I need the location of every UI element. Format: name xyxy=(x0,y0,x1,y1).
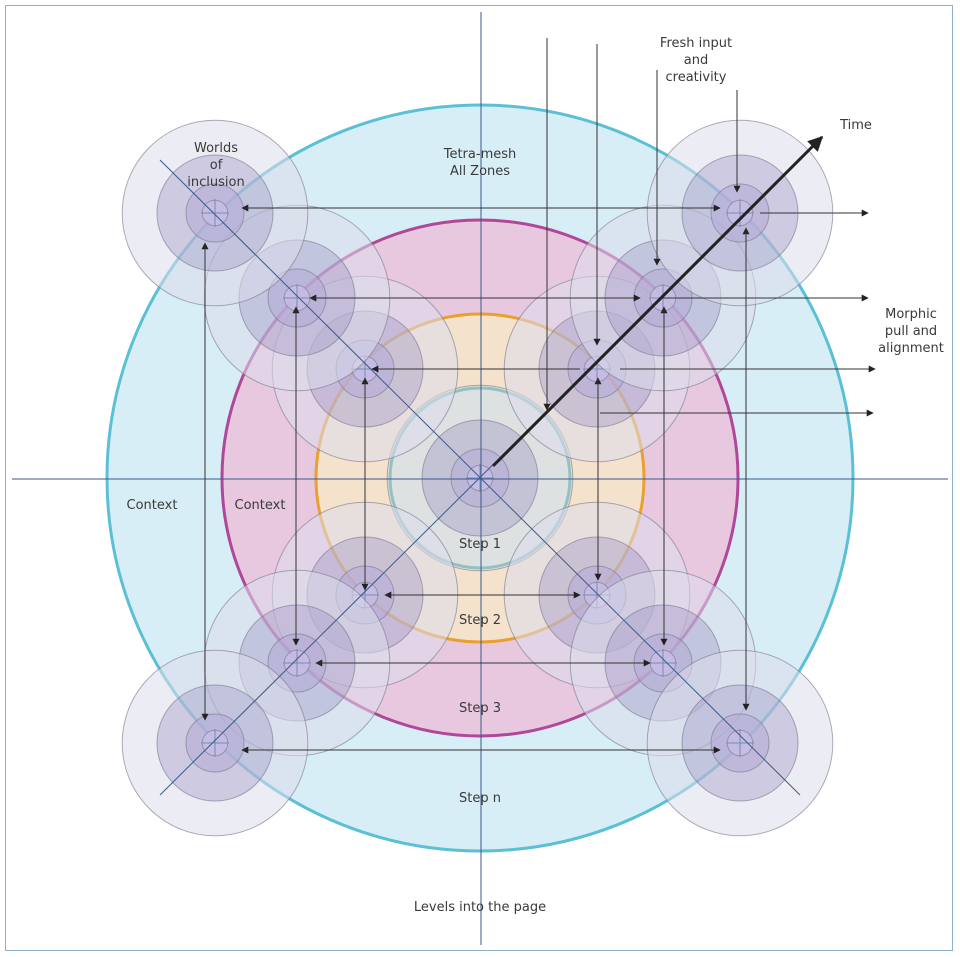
context-outer-label: Context xyxy=(126,498,178,513)
input-lines xyxy=(543,38,741,411)
step-2-label: Step 2 xyxy=(458,613,501,628)
fresh-input-label: Fresh input and creativity xyxy=(659,36,733,85)
vertical-flow-arrows xyxy=(201,227,750,721)
step-1-label: Step 1 xyxy=(458,537,501,552)
flow-arrows xyxy=(241,204,876,754)
time-arrow xyxy=(491,135,824,468)
step-3-label: Step 3 xyxy=(458,701,501,716)
time-label: Time xyxy=(840,118,872,133)
context-inner-label: Context xyxy=(234,498,286,513)
levels-label: Levels into the page xyxy=(413,900,547,915)
tetra-mesh-label: Tetra-mesh All Zones xyxy=(443,147,517,179)
step-n-label: Step n xyxy=(459,791,501,806)
diagram-frame xyxy=(5,5,953,951)
morphic-label: Morphic pull and alignment xyxy=(878,307,944,356)
worlds-of-inclusion-label: Worlds of inclusion xyxy=(187,141,245,190)
